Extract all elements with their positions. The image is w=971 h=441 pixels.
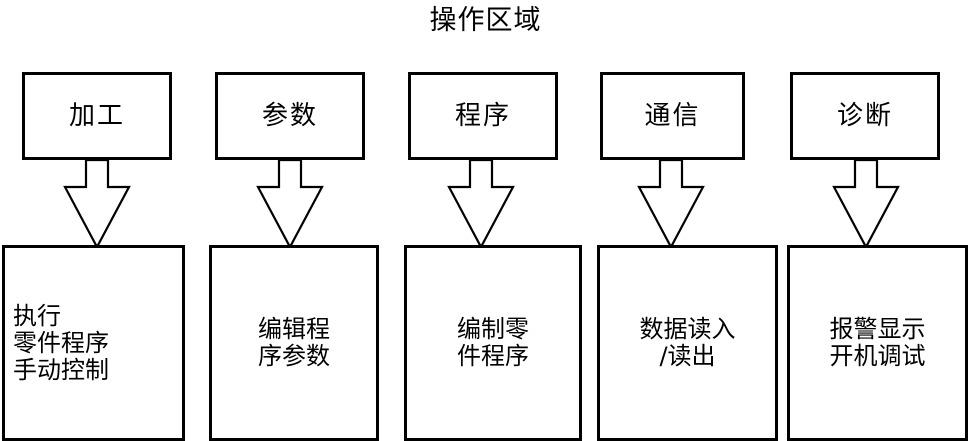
node-top-3[interactable]: 程序 [408, 72, 558, 160]
node-bottom-5-label: 报警显示 开机调试 [829, 315, 926, 370]
arrow-down-icon-2 [256, 160, 324, 247]
node-bottom-5[interactable]: 报警显示 开机调试 [787, 245, 968, 441]
node-top-1[interactable]: 加工 [22, 72, 172, 160]
node-bottom-3-label: 编制零 件程序 [457, 315, 529, 370]
arrow-down-icon-3 [447, 160, 515, 247]
diagram-title: 操作区域 [429, 5, 542, 36]
arrow-down-icon-4 [637, 160, 705, 247]
node-top-2[interactable]: 参数 [215, 72, 365, 160]
node-bottom-4-label: 数据读入 /读出 [639, 315, 736, 370]
node-bottom-2-label: 编辑程 序参数 [258, 315, 330, 370]
node-top-4-label: 通信 [644, 101, 701, 131]
node-top-5-label: 诊断 [836, 101, 893, 131]
node-top-1-label: 加工 [68, 101, 125, 131]
arrow-down-icon-5 [832, 160, 900, 247]
node-bottom-4[interactable]: 数据读入 /读出 [597, 245, 778, 441]
node-bottom-3[interactable]: 编制零 件程序 [404, 245, 582, 441]
arrow-down-icon-1 [63, 160, 131, 247]
node-bottom-1-label: 执行 零件程序 手动控制 [13, 301, 109, 384]
node-top-2-label: 参数 [261, 101, 318, 131]
node-top-3-label: 程序 [454, 101, 511, 131]
node-bottom-2[interactable]: 编辑程 序参数 [209, 245, 379, 441]
node-bottom-1[interactable]: 执行 零件程序 手动控制 [2, 245, 185, 441]
node-top-4[interactable]: 通信 [600, 72, 745, 160]
node-top-5[interactable]: 诊断 [790, 72, 940, 160]
